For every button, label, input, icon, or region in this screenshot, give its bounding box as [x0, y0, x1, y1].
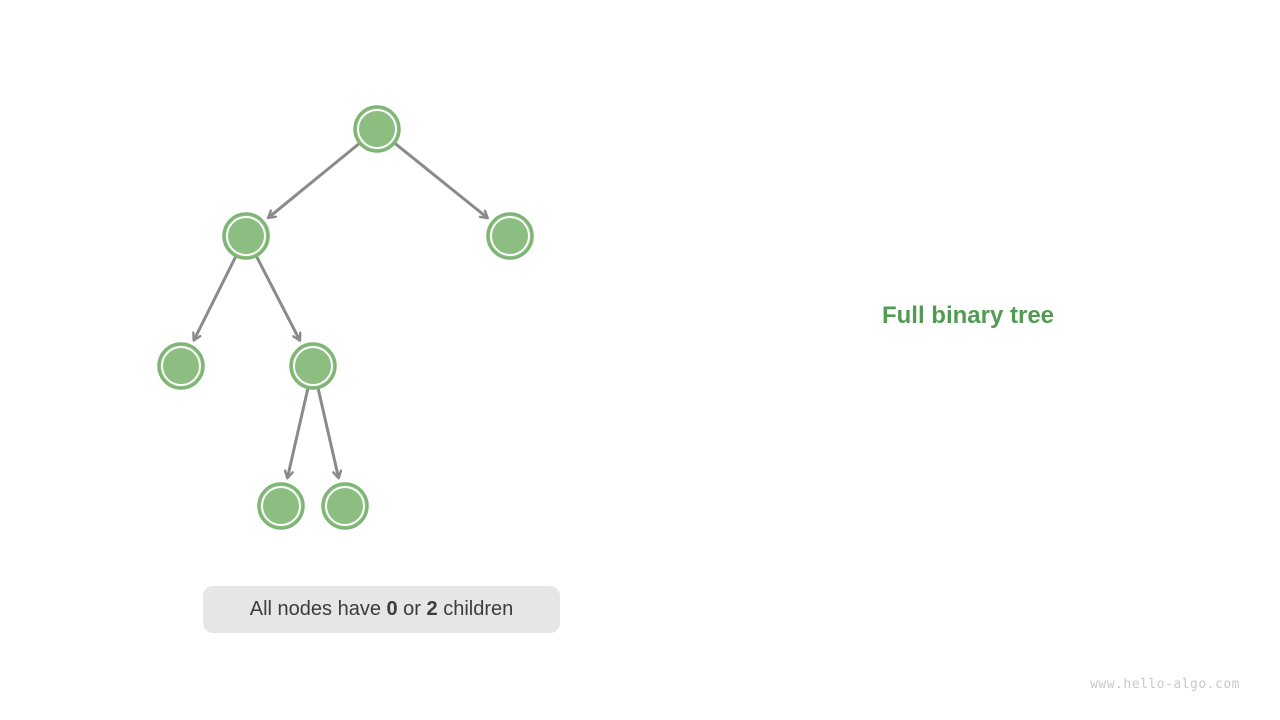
caption-text-part1: All nodes have	[249, 598, 387, 620]
tree-edge	[287, 388, 310, 478]
diagram-title: Full binary tree	[881, 302, 1055, 329]
caption-pill: All nodes have 0 or 2 children	[203, 586, 560, 633]
tree-node-lr-right	[321, 482, 369, 530]
tree-node-left-left	[157, 342, 205, 390]
tree-edge	[268, 142, 360, 218]
tree-node-right	[486, 212, 534, 260]
caption-text-part3: children	[437, 598, 514, 620]
watermark-url: www.hello-algo.com	[1090, 677, 1240, 692]
tree-edge	[255, 256, 300, 341]
tree-node-left-right	[289, 342, 337, 390]
tree-node-root	[353, 105, 401, 153]
tree-node-left	[222, 212, 270, 260]
caption-number-two: 2	[426, 598, 438, 620]
tree-edge	[194, 256, 237, 340]
caption-text-part2: or	[397, 598, 427, 620]
tree-edge	[316, 388, 338, 478]
tree-node-lr-left	[257, 482, 305, 530]
caption-number-zero: 0	[386, 598, 398, 620]
tree-edge	[394, 142, 487, 218]
